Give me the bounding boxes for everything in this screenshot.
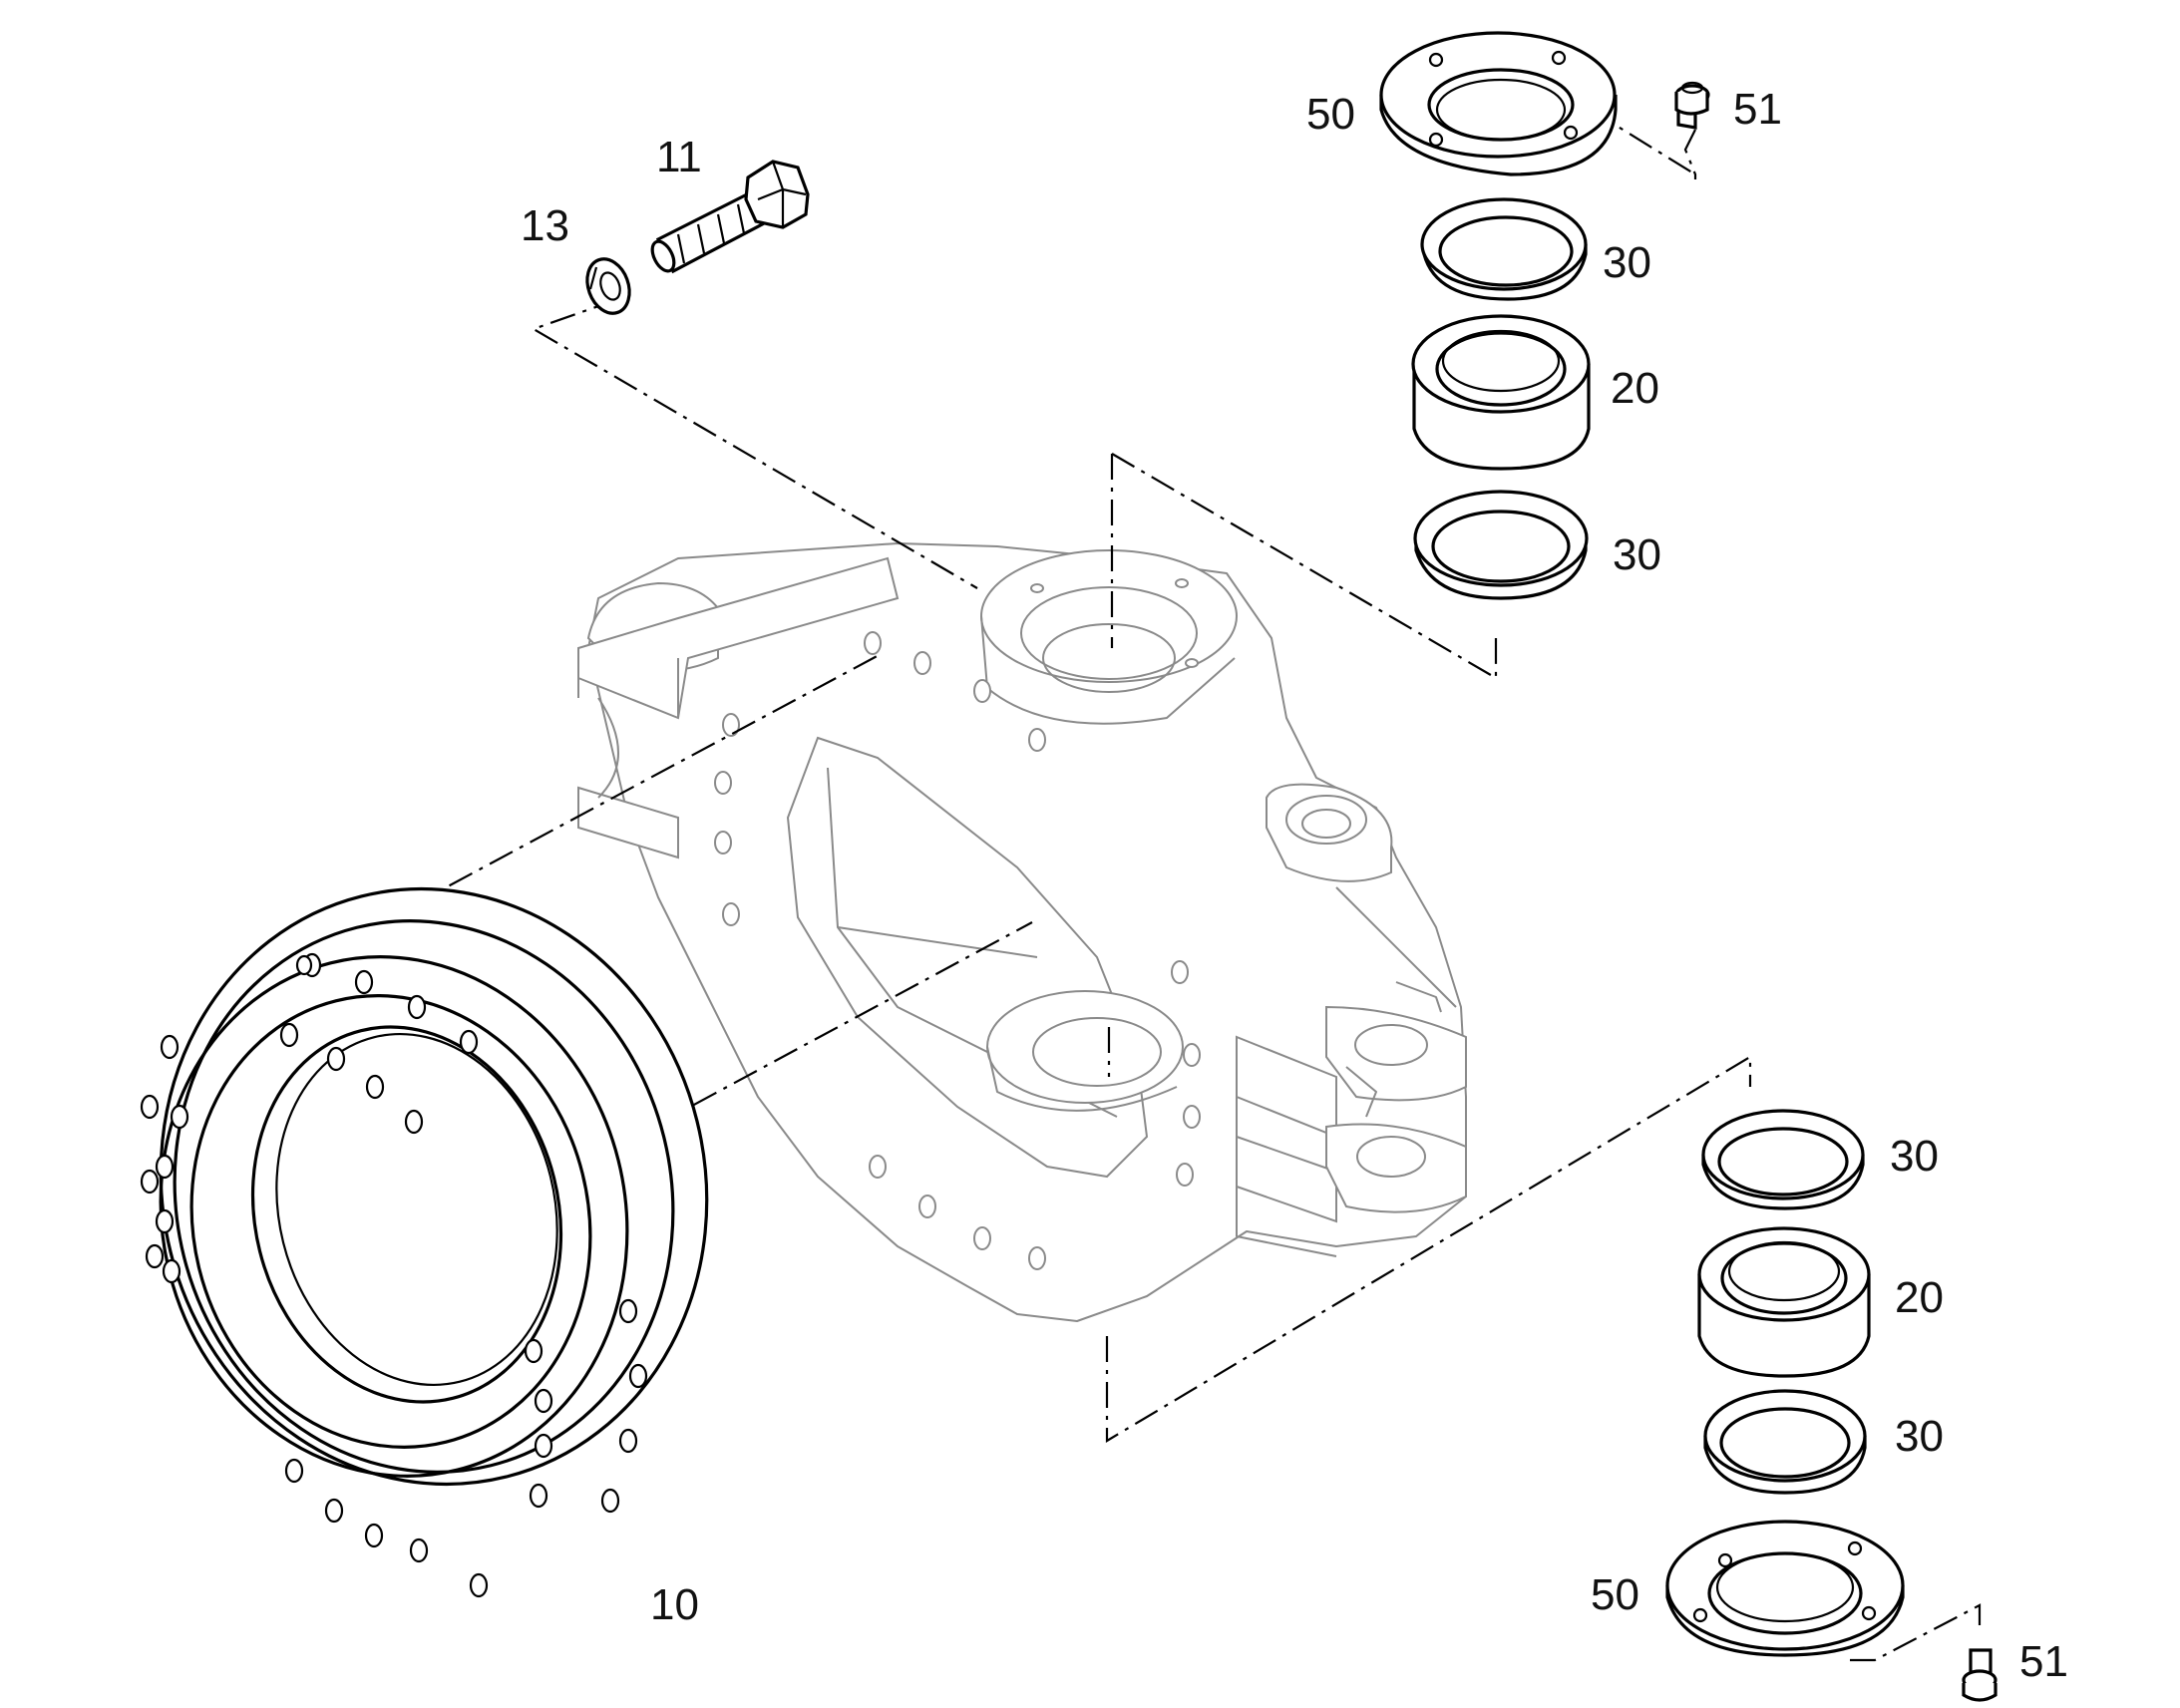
- callout-51-lower: 51: [2019, 1637, 2068, 1686]
- washer-part-13: [585, 257, 631, 315]
- callout-30-upper-top: 30: [1603, 238, 1651, 287]
- callout-13: 13: [521, 201, 569, 250]
- lower-screw-part-51: [1962, 1648, 1998, 1702]
- lower-seal-ring-part-30-top: [1701, 1109, 1865, 1210]
- callout-20-lower: 20: [1895, 1273, 1944, 1322]
- callout-51-upper: 51: [1733, 85, 1782, 134]
- callout-30-lower-bottom: 30: [1895, 1412, 1944, 1461]
- lower-bearing-part-20: [1697, 1226, 1871, 1378]
- upper-screw-part-51: [1674, 81, 1710, 130]
- lower-cover-plate-part-50: [1665, 1520, 1905, 1657]
- assembly-center-lines: [378, 109, 1982, 1662]
- upper-seal-ring-part-30-bottom: [1413, 490, 1589, 600]
- callout-20-upper: 20: [1611, 364, 1659, 413]
- steering-knuckle-housing: [577, 542, 1467, 1322]
- callout-10: 10: [650, 1580, 699, 1629]
- callout-11: 11: [656, 133, 702, 181]
- callout-50-upper: 50: [1306, 90, 1355, 139]
- housing-bolt-holes: [714, 631, 1201, 1270]
- hub-ring-part-10: [140, 886, 709, 1598]
- upper-cover-plate-part-50: [1379, 31, 1618, 176]
- upper-seal-ring-part-30-top: [1420, 197, 1588, 301]
- upper-bearing-part-20: [1411, 314, 1591, 471]
- callout-30-upper-bottom: 30: [1613, 530, 1661, 579]
- callout-30-lower-top: 30: [1890, 1132, 1939, 1181]
- callout-50-lower: 50: [1591, 1570, 1639, 1619]
- lower-seal-ring-part-30-bottom: [1703, 1389, 1867, 1495]
- bolt-part-11: [650, 160, 810, 274]
- hub-ring-bolt-holes: [140, 952, 648, 1598]
